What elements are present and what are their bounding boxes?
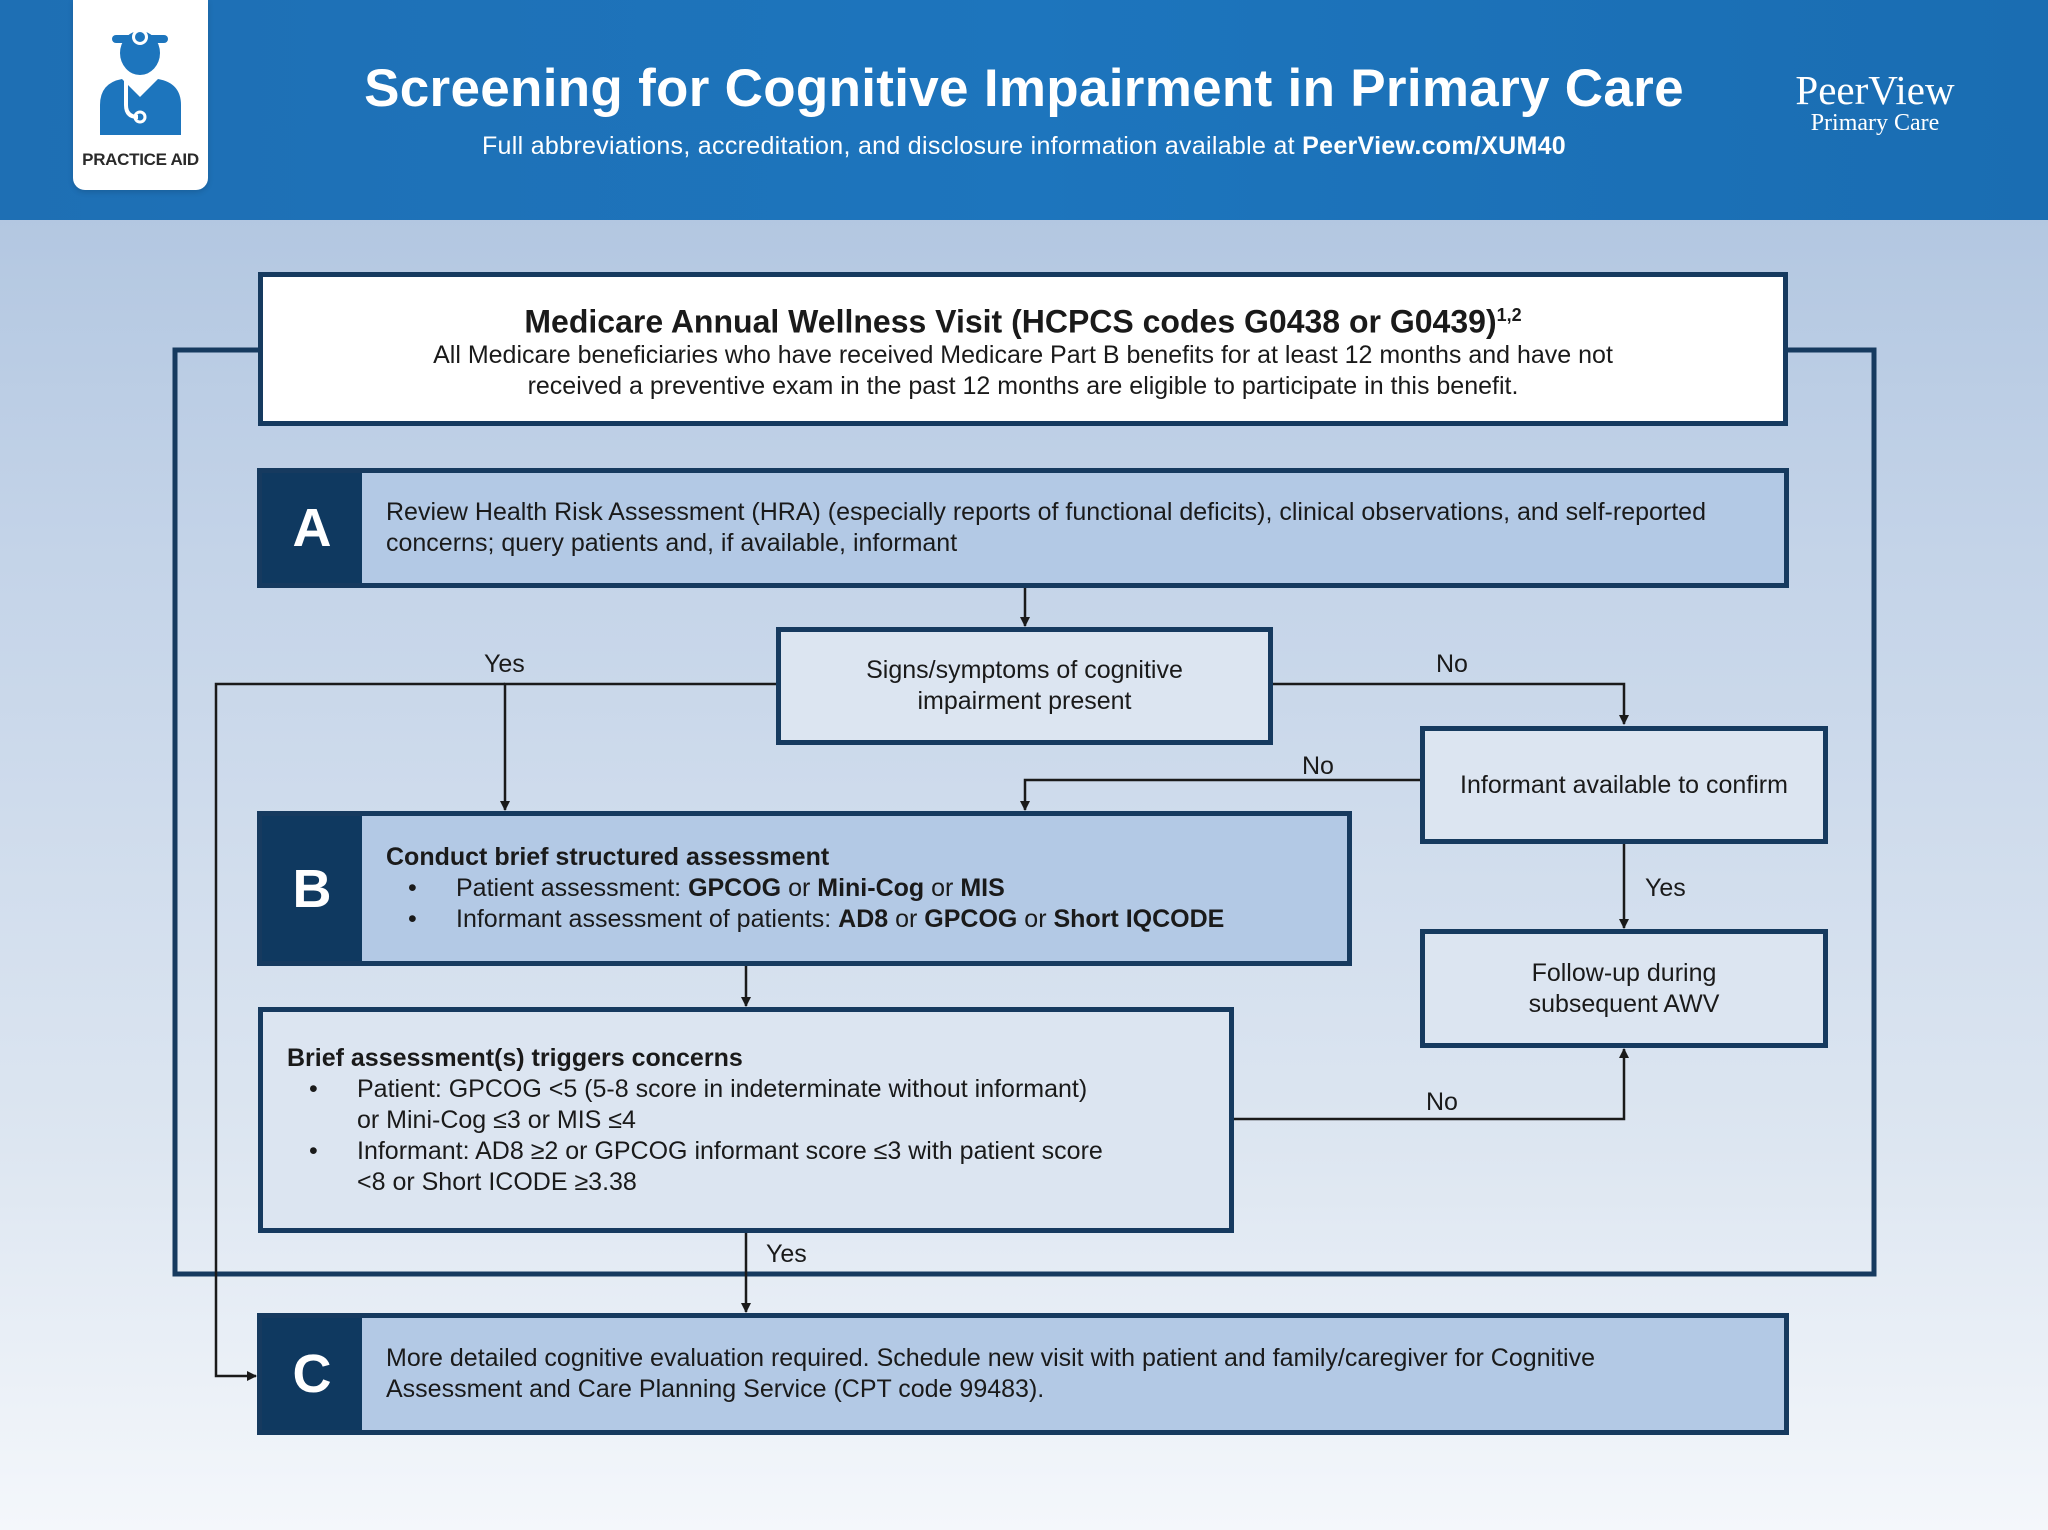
- step-b-body: Conduct brief structured assessment Pati…: [362, 816, 1347, 961]
- practice-aid-badge: PRACTICE AID: [73, 0, 208, 190]
- step-a-line-2: concerns; query patients and, if availab…: [386, 529, 958, 557]
- step-c-box: C More detailed cognitive evaluation req…: [257, 1313, 1789, 1435]
- step-b-box: B Conduct brief structured assessment Pa…: [257, 811, 1352, 966]
- signs-symptoms-box: Signs/symptoms of cognitive impairment p…: [776, 627, 1273, 745]
- signs-line-2: impairment present: [917, 687, 1132, 715]
- step-a-box: A Review Health Risk Assessment (HRA) (e…: [257, 468, 1789, 588]
- label-informant-yes: Yes: [1645, 874, 1686, 902]
- informant-text: Informant available to confirm: [1460, 770, 1788, 799]
- followup-box: Follow-up during subsequent AWV: [1420, 929, 1828, 1048]
- label-triggers-no: No: [1426, 1088, 1458, 1116]
- signs-line-1: Signs/symptoms of cognitive: [866, 656, 1183, 684]
- step-a-body: Review Health Risk Assessment (HRA) (esp…: [362, 473, 1784, 583]
- medicare-title: Medicare Annual Wellness Visit (HCPCS co…: [524, 303, 1522, 340]
- label-triggers-yes: Yes: [766, 1240, 807, 1268]
- subtitle-link[interactable]: PeerView.com/XUM40: [1302, 132, 1566, 160]
- triggers-bullet-patient: Patient: GPCOG <5 (5-8 score in indeterm…: [287, 1074, 1229, 1136]
- step-c-line-2: Assessment and Care Planning Service (CP…: [386, 1375, 1045, 1403]
- medicare-title-citation: 1,2: [1496, 304, 1522, 325]
- step-c-letter: C: [262, 1318, 362, 1430]
- page-title: Screening for Cognitive Impairment in Pr…: [364, 59, 1684, 118]
- label-signs-no: No: [1436, 650, 1468, 678]
- step-a-letter: A: [262, 473, 362, 583]
- peerview-logo: PeerView: [1795, 67, 1955, 113]
- step-a-line-1: Review Health Risk Assessment (HRA) (esp…: [386, 498, 1706, 526]
- step-c-line-1: More detailed cognitive evaluation requi…: [386, 1344, 1595, 1372]
- page-subtitle: Full abbreviations, accreditation, and d…: [280, 132, 1768, 161]
- step-b-bullet-informant: Informant assessment of patients: AD8 or…: [386, 904, 1327, 935]
- arrow-informant-no-to-b: [1020, 778, 1420, 811]
- followup-line-1: Follow-up during: [1531, 958, 1717, 987]
- arrow-signs-no-to-informant: [1273, 682, 1629, 725]
- label-informant-no: No: [1302, 752, 1334, 780]
- triggers-bullet-informant: Informant: AD8 ≥2 or GPCOG informant sco…: [287, 1136, 1229, 1198]
- triggers-box: Brief assessment(s) triggers concerns Pa…: [258, 1007, 1234, 1233]
- arrow-signs-yes-to-b: [500, 682, 776, 811]
- subtitle-text: Full abbreviations, accreditation, and d…: [481, 132, 1303, 160]
- step-b-bullet-patient: Patient assessment: GPCOG or Mini-Cog or…: [386, 873, 1327, 904]
- practice-aid-label: PRACTICE AID: [82, 150, 199, 169]
- step-b-letter: B: [262, 816, 362, 961]
- arrow-signs-yes-to-c: [214, 682, 505, 1381]
- triggers-title: Brief assessment(s) triggers concerns: [287, 1043, 743, 1072]
- doctor-icon: [100, 29, 181, 135]
- medicare-outer-frame: [172, 347, 1877, 1277]
- step-b-title: Conduct brief structured assessment: [386, 843, 830, 871]
- medicare-description-line-1: All Medicare beneficiaries who have rece…: [433, 341, 1613, 370]
- medicare-awv-box: Medicare Annual Wellness Visit (HCPCS co…: [258, 272, 1788, 426]
- label-signs-yes: Yes: [484, 650, 525, 678]
- medicare-description-line-2: received a preventive exam in the past 1…: [527, 372, 1519, 401]
- informant-available-box: Informant available to confirm: [1420, 726, 1828, 844]
- header-banner: PRACTICE AID Screening for Cognitive Imp…: [0, 0, 2048, 220]
- peerview-logo-subtitle: Primary Care: [1810, 110, 1940, 136]
- arrow-triggers-no-to-followup: [1234, 1048, 1629, 1121]
- step-c-body: More detailed cognitive evaluation requi…: [362, 1318, 1784, 1430]
- followup-line-2: subsequent AWV: [1528, 989, 1720, 1018]
